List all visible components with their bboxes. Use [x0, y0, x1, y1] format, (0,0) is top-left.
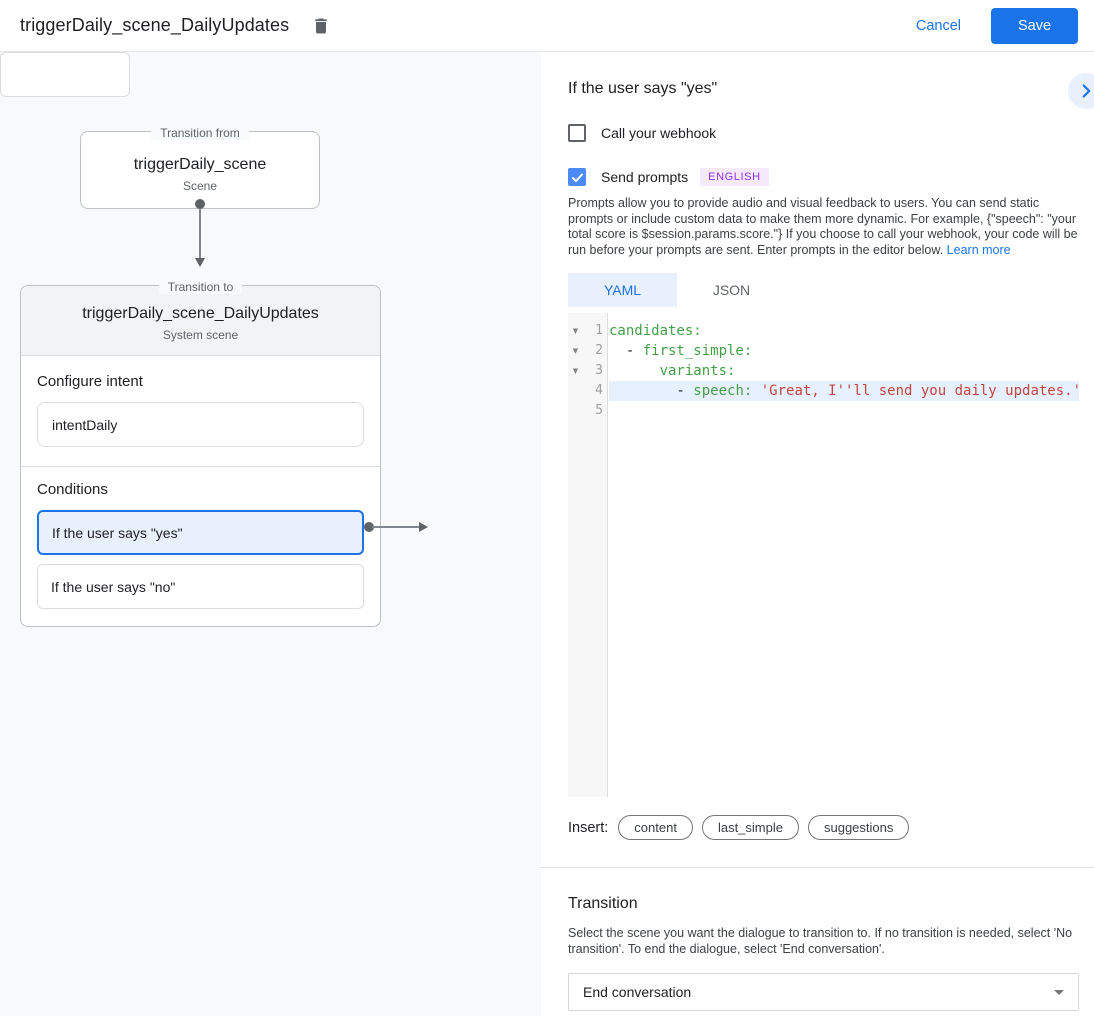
transition-heading: Transition: [568, 895, 638, 913]
send-prompts-checkbox[interactable]: [568, 168, 586, 186]
line-number: 2: [595, 343, 603, 359]
line-number: 1: [595, 323, 603, 339]
code-line[interactable]: 4 - speech: 'Great, I''ll send you daily…: [568, 381, 1079, 402]
gutter-cell: ▼3: [568, 361, 609, 381]
code-text[interactable]: variants:: [659, 363, 736, 380]
code-line[interactable]: ▼3 variants:: [568, 361, 1079, 381]
connector-dot: [364, 522, 374, 532]
transition-select-value: End conversation: [583, 984, 692, 1001]
intent-field[interactable]: intentDaily: [37, 402, 364, 447]
connector-line-horizontal: [372, 526, 420, 528]
condition-target-node[interactable]: [0, 52, 130, 97]
configure-intent-section: Configure intent intentDaily: [21, 356, 380, 466]
code-text[interactable]: - speech: 'Great, I''ll send you daily u…: [609, 381, 1079, 402]
checkmark-icon: [570, 170, 585, 185]
section-divider: [541, 867, 1094, 869]
send-prompts-row: Send prompts ENGLISH: [568, 168, 1079, 186]
tab-json[interactable]: JSON: [712, 282, 751, 299]
editor-gutter: [568, 313, 608, 798]
transition-select[interactable]: End conversation: [568, 973, 1079, 1012]
fold-arrow-icon[interactable]: ▼: [572, 347, 579, 356]
code-line[interactable]: ▼2 - first_simple:: [568, 341, 1079, 361]
collapse-panel-button[interactable]: [1068, 73, 1094, 109]
gutter-cell: ▼2: [568, 341, 609, 361]
to-scene-subtitle: System scene: [162, 328, 239, 342]
conditions-label: Conditions: [37, 481, 108, 498]
gutter-cell: ▼1: [568, 321, 609, 341]
conditions-section: Conditions If the user says "yes" If the…: [21, 466, 380, 626]
condition-item-yes[interactable]: If the user says "yes": [37, 510, 364, 555]
fold-arrow-icon[interactable]: ▼: [572, 367, 579, 376]
editor-tabs: YAML JSON: [568, 273, 1079, 308]
chevron-right-icon: [1075, 80, 1094, 102]
code-text[interactable]: - first_simple:: [609, 343, 753, 360]
scene-diagram-canvas: Transition from triggerDaily_scene Scene…: [0, 52, 541, 1016]
tab-yaml[interactable]: YAML: [568, 273, 677, 308]
to-scene-header: triggerDaily_scene_DailyUpdates System s…: [21, 286, 380, 356]
from-scene-subtitle: Scene: [182, 178, 218, 193]
cancel-button[interactable]: Cancel: [915, 17, 961, 34]
gutter-cell: 4: [568, 381, 609, 401]
connector-line-vertical: [199, 209, 201, 259]
call-webhook-checkbox[interactable]: [568, 124, 586, 142]
insert-chip-last-simple[interactable]: last_simple: [701, 815, 799, 841]
to-scene-title: triggerDaily_scene_DailyUpdates: [82, 305, 319, 322]
transition-description: Select the scene you want the dialogue t…: [568, 926, 1073, 957]
dropdown-caret-icon: [1054, 989, 1064, 995]
transition-to-node[interactable]: Transition to triggerDaily_scene_DailyUp…: [20, 280, 381, 627]
code-text[interactable]: candidates:: [609, 323, 702, 340]
page-title: triggerDaily_scene_DailyUpdates: [20, 15, 290, 35]
insert-chip-suggestions[interactable]: suggestions: [807, 815, 910, 841]
send-prompts-label[interactable]: Send prompts: [601, 169, 689, 185]
condition-detail-panel: If the user says "yes" Call your webhook…: [541, 52, 1094, 1016]
save-button[interactable]: Save: [991, 7, 1078, 44]
code-line[interactable]: 5: [568, 401, 1079, 421]
line-number: 5: [595, 403, 603, 419]
configure-intent-label: Configure intent: [37, 373, 143, 390]
gutter-cell: 5: [568, 401, 609, 421]
call-webhook-label[interactable]: Call your webhook: [601, 125, 717, 141]
insert-chip-content[interactable]: content: [618, 815, 693, 841]
line-number: 4: [595, 383, 603, 399]
arrowhead-down-icon: [195, 258, 205, 267]
language-badge: ENGLISH: [700, 168, 769, 186]
connector-dot: [195, 199, 205, 209]
arrowhead-right-icon: [419, 522, 428, 532]
transition-from-node[interactable]: Transition from triggerDaily_scene Scene: [80, 126, 320, 209]
condition-heading: If the user says "yes": [568, 80, 718, 97]
fold-arrow-icon[interactable]: ▼: [572, 327, 579, 336]
from-scene-title: triggerDaily_scene: [133, 155, 267, 173]
transition-from-legend: Transition from: [81, 124, 319, 142]
code-text[interactable]: [609, 401, 1079, 421]
insert-row: Insert: content last_simple suggestions: [568, 815, 1079, 841]
delete-scene-button[interactable]: [307, 12, 335, 40]
trash-icon: [311, 16, 331, 36]
top-bar: triggerDaily_scene_DailyUpdates Cancel S…: [0, 0, 1094, 52]
webhook-row: Call your webhook: [568, 124, 1079, 142]
learn-more-link[interactable]: Learn more: [946, 242, 1011, 257]
insert-label: Insert:: [568, 819, 609, 836]
prompts-description: Prompts allow you to provide audio and v…: [568, 196, 1078, 257]
condition-item-no[interactable]: If the user says "no": [37, 564, 364, 609]
line-number: 3: [595, 363, 603, 379]
